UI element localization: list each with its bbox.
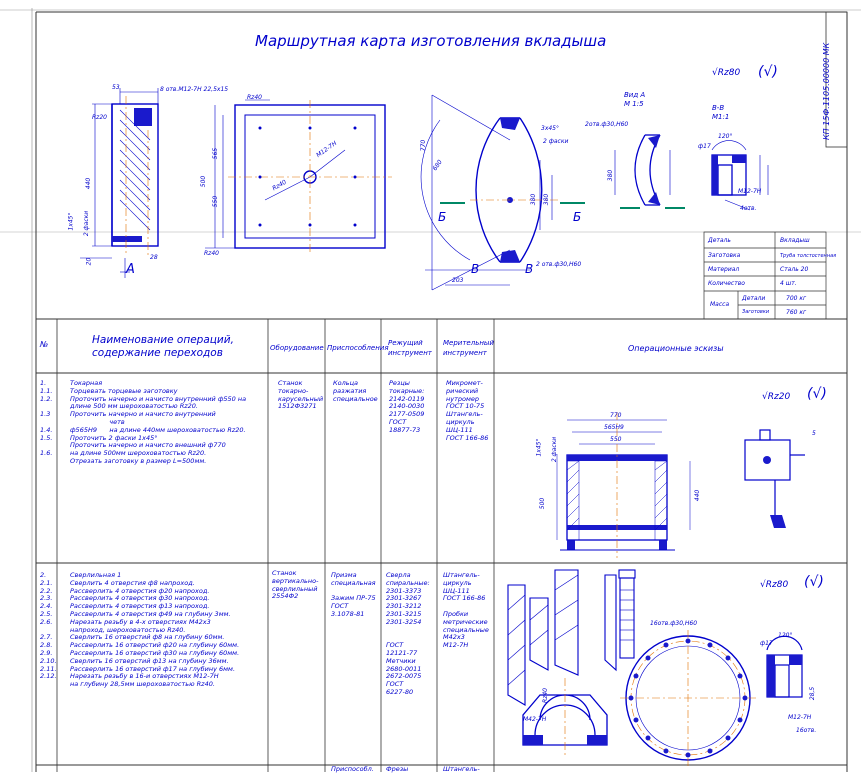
op1-roughness: √Rz20 [762, 392, 791, 402]
op2-cutting: Сверла спиральные: 2301-3373 2301-3267 2… [386, 571, 430, 696]
op1-measuring: Микромет- рический нутромер ГОСТ 10-75 Ш… [446, 379, 489, 442]
info-value-detail: Вкладыш [780, 237, 810, 244]
dim-m127h: М12-7Н [738, 188, 762, 195]
dim-28: 28 [150, 254, 158, 261]
dim-500: 500 [200, 175, 208, 188]
op2-m42: М42-7Н [523, 716, 547, 723]
op2-m12: М12-7Н [788, 714, 812, 721]
dim-380a: 380 [530, 193, 538, 206]
info-label-blank: Заготовка [708, 252, 741, 259]
view-a-scale: М 1:5 [624, 100, 644, 108]
check-symbol-top: (√) [758, 64, 778, 80]
col-name: Наименование операций, содержание перехо… [92, 334, 234, 359]
dim-565: 565 [212, 147, 220, 160]
info-value-material: Сталь 20 [780, 266, 809, 273]
dim-rz40-b: Rz40 [204, 250, 219, 257]
op2-otv16: 16отв. [796, 727, 817, 734]
bottom-fixture: Приспособл. [331, 765, 374, 773]
dim-203: 203 [452, 277, 464, 284]
op1-dim-500: 500 [539, 497, 547, 510]
col-sketches: Операционные эскизы [628, 344, 724, 353]
op2-equipment: Станок вертикально- сверлильный 2554Ф2 [272, 569, 319, 601]
view-vv-label: В-В [712, 104, 725, 112]
op2-check: (√) [804, 574, 824, 590]
bottom-measuring: Штангель- [443, 765, 480, 773]
info-value-qty: 4 шт. [780, 280, 797, 287]
roughness-top: √Rz80 [712, 68, 741, 78]
dim-rz40-a: Rz40 [247, 94, 262, 101]
dim-380c: 380 [607, 169, 615, 182]
dim-3x45: 3х45° [541, 125, 560, 132]
info-value-blank: Труба толстостенная [780, 253, 837, 259]
dim-2otv30: 2отв.ф30,Н60 [585, 121, 629, 128]
dim-53: 53 [112, 84, 120, 91]
op2-rz40: Rz40 [541, 688, 549, 703]
dim-550: 550 [212, 195, 220, 208]
dim-17: ф17 [698, 143, 711, 150]
view-a-label: Вид А [624, 91, 646, 99]
dim-4otv: 4отв. [740, 205, 757, 212]
info-sub-blank: Заготовки [742, 309, 770, 315]
op1-cutting: Резцы токарные: 2142-0119 2140-0030 2177… [389, 379, 425, 434]
info-value-mass-detail: 700 кг [786, 295, 807, 302]
dim-faska: 2 фаски [83, 210, 91, 237]
info-label-material: Материал [708, 266, 740, 273]
dim-20: 20 [85, 257, 93, 266]
op1-dim-565: 565Н9 [604, 424, 624, 431]
op1-dim-440: 440 [694, 489, 702, 502]
col-measuring: Мерительный инструмент [443, 339, 494, 357]
col-cutting: Режущий инструмент [388, 339, 432, 357]
col-equipment: Оборудование [270, 344, 324, 352]
dim-770: 770 [420, 139, 428, 152]
op1-equipment: Станок токарно- карусельный 1512Ф3271 [278, 379, 324, 411]
info-label-mass: Масса [710, 301, 730, 308]
dim-1x45: 1х45° [67, 212, 75, 231]
page-title: Маршрутная карта изготовления вкладыша [255, 32, 607, 50]
info-value-mass-blank: 760 кг [786, 309, 807, 316]
col-num: № [40, 340, 49, 349]
section-v-left: В [471, 262, 480, 276]
op1-fixture: Кольца разжатия специальное [333, 379, 378, 403]
dim-440: 440 [85, 177, 93, 190]
view-vv-scale: М1:1 [712, 113, 730, 121]
dim-380b: 380 [543, 193, 551, 206]
op1-dim-5: 5 [812, 430, 816, 437]
bottom-cutting: Фрезы [386, 765, 409, 773]
dim-2faski: 2 фаски [543, 138, 569, 145]
dim-rz20: Rz20 [92, 114, 107, 121]
info-label-qty: Количество [708, 280, 745, 287]
op1-dim-2f: 2 фаски [551, 436, 559, 463]
op1-text: Токарная Торцевать торцевые заготовку Пр… [70, 379, 247, 465]
op1-dim-770: 770 [610, 412, 622, 419]
op1-check: (√) [807, 386, 827, 402]
op2-text: Сверлильная 1 Сверлить 4 отверстия ф8 на… [70, 571, 240, 689]
op2-fixture: Призма специальная Зажим ПР-75 ГОСТ 3.10… [331, 571, 376, 618]
op2-measuring: Штангель- циркуль ШЦ-111 ГОСТ 166-86 Про… [443, 571, 489, 650]
dim-8otv: 8 отв.М12-7Н 22,5х15 [160, 86, 229, 93]
col-fixture: Приспособления [327, 344, 389, 352]
op2-roughness: √Rz80 [760, 580, 789, 590]
op2-dim-120: 120° [778, 632, 793, 639]
op1-dim-550: 550 [610, 436, 622, 443]
info-label-detail: Деталь [708, 237, 731, 244]
op1-nums: 1. 1.1. 1.2. 1.3 1.4. 1.5. 1.6. [40, 379, 53, 458]
section-a-label: А [126, 262, 135, 277]
info-sub-detail: Детали [742, 295, 766, 302]
section-b-left: Б [438, 210, 447, 224]
section-b-right: Б [573, 210, 582, 224]
op2-dim-285: 28,5 [809, 686, 817, 701]
op1-dim-1x45: 1х45° [535, 438, 543, 457]
dim-2otv30b: 2 отв.ф30,Н60 [536, 261, 582, 268]
op2-nums: 2. 2.1. 2.2. 2.3. 2.4. 2.5. 2.6. 2.7. 2.… [40, 571, 57, 681]
stamp-code: КП 15Ф.1105.00000 МК [822, 42, 831, 140]
section-v-right: В [525, 262, 534, 276]
op2-dim-17: ф17 [760, 640, 773, 647]
dim-120: 120° [718, 133, 733, 140]
op2-dim-16: 16отв.ф30,Н60 [650, 620, 698, 627]
